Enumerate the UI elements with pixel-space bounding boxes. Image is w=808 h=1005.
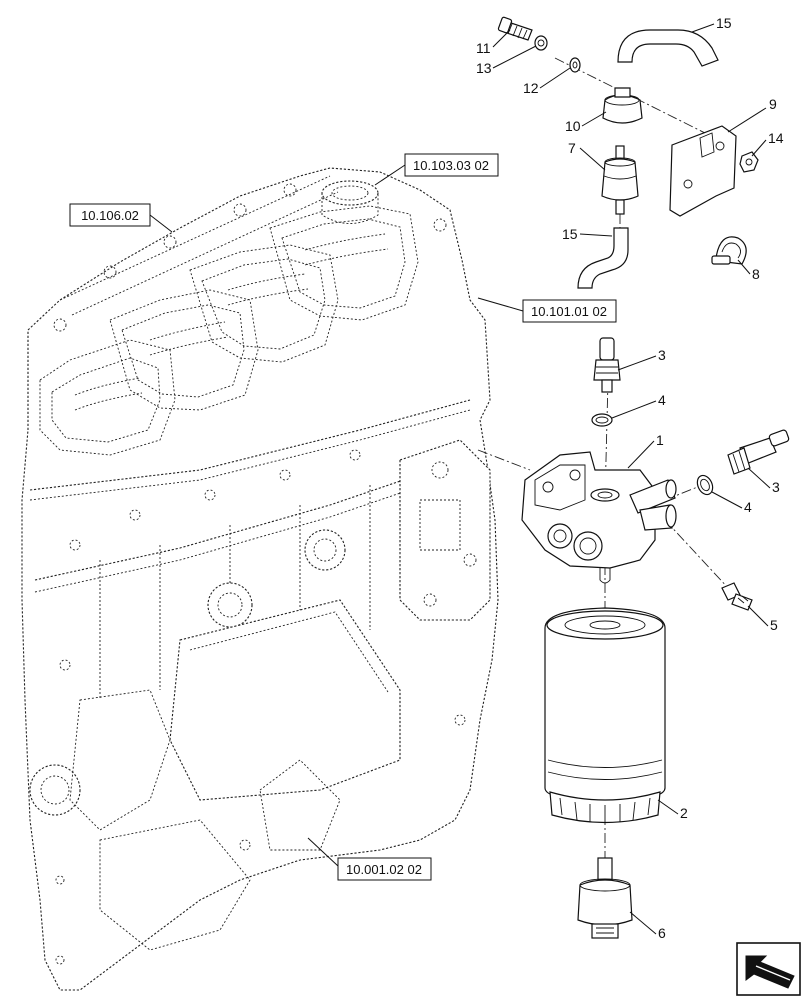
callout-1: 1 <box>656 432 664 448</box>
mounting-bracket <box>669 125 737 217</box>
callout-7: 7 <box>568 140 576 156</box>
p-clip <box>711 236 747 265</box>
fuel-hose-lower <box>577 227 629 289</box>
callout-8: 8 <box>752 266 760 282</box>
fuel-hose-top <box>617 29 719 67</box>
washer-12 <box>569 57 581 73</box>
filter-cartridge <box>544 607 666 824</box>
ref-label-10-101-01-02: 10.101.01 02 <box>531 304 607 319</box>
reference-labels: 10.103.03 02 10.106.02 10.101.01 02 10.0… <box>69 153 617 881</box>
callout-3-side: 3 <box>772 479 780 495</box>
callout-4-top: 4 <box>658 392 666 408</box>
ref-label-10-106-02: 10.106.02 <box>81 208 139 223</box>
callout-3-top: 3 <box>658 347 666 363</box>
hose-clamp <box>602 87 643 124</box>
fitting-side <box>727 429 790 475</box>
fitting-top <box>593 337 621 393</box>
callout-9: 9 <box>769 96 777 112</box>
screw-11 <box>497 16 533 41</box>
hex-nut <box>739 151 759 173</box>
callout-2: 2 <box>680 805 688 821</box>
callouts: 11 13 12 15 9 14 10 7 15 8 3 4 1 3 4 5 2 <box>476 15 784 941</box>
callout-11: 11 <box>476 40 491 56</box>
callout-15-lower: 15 <box>562 226 578 242</box>
callout-13: 13 <box>476 60 492 76</box>
callout-15-top: 15 <box>716 15 732 31</box>
ref-label-10-103-03-02: 10.103.03 02 <box>413 158 489 173</box>
callout-12: 12 <box>523 80 539 96</box>
mounting-bolt <box>721 582 753 611</box>
o-ring-top <box>591 413 613 427</box>
o-ring-side <box>696 474 714 496</box>
callout-6: 6 <box>658 925 666 941</box>
inline-fuel-filter <box>601 145 639 215</box>
engine-block-outline <box>21 167 499 991</box>
callout-4-side: 4 <box>744 499 752 515</box>
ref-label-10-001-02-02: 10.001.02 02 <box>346 862 422 877</box>
filter-head <box>521 451 677 584</box>
callout-5: 5 <box>770 617 778 633</box>
callout-10: 10 <box>565 118 581 134</box>
arrow-icon[interactable] <box>736 942 801 996</box>
water-in-fuel-sensor <box>577 857 633 939</box>
washer-13 <box>534 35 548 51</box>
callout-14: 14 <box>768 130 784 146</box>
